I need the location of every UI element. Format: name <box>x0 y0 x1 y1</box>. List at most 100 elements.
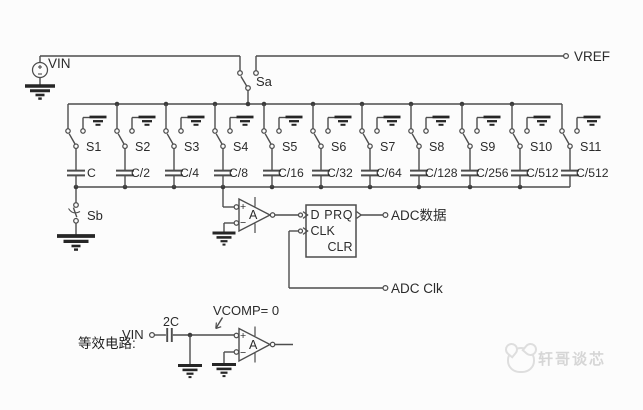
cap-label-10: C/512 <box>526 165 559 180</box>
cell-s7-switch-arm <box>362 133 370 145</box>
flipflop-clr-label: CLR <box>327 240 353 254</box>
equiv-vin-terminal <box>148 331 156 339</box>
sa-switch-arm <box>240 76 248 87</box>
cell-s7-common <box>367 143 373 150</box>
cell-s1-switch-arm <box>68 133 76 145</box>
switch-label-s4: S4 <box>233 139 249 154</box>
cell-s8-throw-gnd <box>423 128 429 134</box>
cap-label-9: C/256 <box>476 165 509 180</box>
cell-s9-common <box>467 143 473 150</box>
sa-throw-vref <box>253 70 259 76</box>
cell-s9-throw-bus <box>459 128 465 134</box>
comparator-gain-label: A <box>249 208 258 222</box>
cell-s1-common <box>73 143 79 150</box>
cell-s6-switch-arm <box>313 133 321 145</box>
switch-label-s11: S11 <box>580 139 602 154</box>
vin-voltage-source <box>31 61 49 79</box>
cap-label-11: C/512 <box>576 165 609 180</box>
flipflop-q-pin-wedge <box>356 211 363 219</box>
sb-contact-top <box>73 202 79 208</box>
cap-label-6: C/32 <box>327 165 353 180</box>
cell-s11-common <box>567 143 573 150</box>
cap-label-4: C/8 <box>229 165 248 180</box>
switch-label-s6: S6 <box>331 139 347 154</box>
cell-s2-common <box>122 143 128 150</box>
vcomp-arrow <box>215 317 224 329</box>
sb-switch-label: Sb <box>87 208 103 223</box>
comparator-output-bubble <box>269 212 276 218</box>
cell-s8-common <box>416 143 422 150</box>
cell-s6-common <box>318 143 324 150</box>
comparator-triangle <box>238 197 272 233</box>
vref-terminal <box>562 52 570 60</box>
cap-label-5: C/16 <box>278 165 304 180</box>
sb-actuation-arc <box>68 208 81 214</box>
cell-s9-switch-arm <box>462 133 470 145</box>
adc-data-terminal <box>382 211 389 219</box>
cell-s4-throw-gnd <box>227 128 233 134</box>
equiv-comparator-triangle <box>238 327 272 363</box>
vref-terminal-label: VREF <box>574 48 611 64</box>
switch-label-s1: S1 <box>86 139 102 154</box>
watermark-text: 轩哥谈芯 <box>538 351 607 368</box>
vin-source-label: VIN <box>48 56 71 71</box>
cell-s3-throw-gnd <box>178 128 184 134</box>
flipflop-clk-label: CLK <box>310 224 335 238</box>
flipflop-clk-pin-bubble <box>297 228 304 234</box>
cell-s5-throw-gnd <box>276 128 282 134</box>
equivalent-circuit-caption: 等效电路: <box>78 335 136 351</box>
switch-label-s5: S5 <box>282 139 298 154</box>
cell-s4-switch-arm <box>215 133 223 145</box>
equiv-comp-plus-bubble <box>233 332 240 339</box>
vcomp-annotation: VCOMP= 0 <box>213 302 280 318</box>
cell-s10-switch-arm <box>512 133 520 145</box>
top-bus-junction <box>245 101 251 107</box>
switch-label-s9: S9 <box>480 139 496 154</box>
switch-label-s2: S2 <box>135 139 151 154</box>
equiv-comparator-gain-label: A <box>249 337 258 352</box>
switch-label-s10: S10 <box>530 139 553 154</box>
cell-s6-throw-gnd <box>325 128 331 134</box>
flipflop-box <box>305 204 357 258</box>
equiv-cap-2c-label: 2C <box>163 314 179 329</box>
cell-s1-throw-bus <box>65 128 71 134</box>
cell-s3-common <box>171 143 177 150</box>
cell-s3-throw-bus <box>163 128 169 134</box>
cell-s3-switch-arm <box>166 133 174 145</box>
comparator-plus-bubble <box>233 204 240 210</box>
adc-clk-terminal-label: ADC Clk <box>391 280 443 296</box>
sa-common <box>245 85 251 91</box>
cell-s6-throw-bus <box>310 128 316 134</box>
cell-s4-common <box>220 143 226 150</box>
flipflop-d-pr-q-label: D PRQ <box>310 208 354 222</box>
equiv-comp-minus-bubble <box>233 349 240 355</box>
switch-label-s3: S3 <box>184 139 200 154</box>
cell-s10-throw-gnd <box>524 128 530 134</box>
sa-throw-vin <box>237 70 243 76</box>
cell-s5-common <box>269 143 275 150</box>
cap-label-2: C/2 <box>131 165 150 180</box>
cell-s8-switch-arm <box>411 133 419 145</box>
switch-label-s7: S7 <box>380 139 396 154</box>
sa-switch-label: Sa <box>256 74 272 89</box>
flipflop-clk-pin-wedge <box>302 227 309 235</box>
cell-s11-throw-gnd <box>574 128 580 134</box>
cell-s5-switch-arm <box>264 133 272 145</box>
vcomp-arrowhead <box>215 326 222 330</box>
equiv-vin-label: VIN <box>122 326 144 342</box>
cell-s10-throw-bus <box>509 128 515 134</box>
comparator-minus-sign: − <box>240 217 247 229</box>
switch-label-s8: S8 <box>429 139 445 154</box>
cell-s11-switch-arm <box>562 133 570 145</box>
cell-s4-throw-bus <box>212 128 218 134</box>
cell-s7-throw-gnd <box>374 128 380 134</box>
cell-s2-throw-gnd <box>129 128 135 134</box>
cell-s7-throw-bus <box>359 128 365 134</box>
cell-s5-throw-bus <box>261 128 267 134</box>
equiv-comparator-minus-sign: − <box>240 346 247 359</box>
sb-contact-bottom <box>73 217 79 224</box>
flipflop-d-pin-wedge <box>302 211 309 219</box>
watermark-logo-icon <box>507 347 535 373</box>
cap-label-8: C/128 <box>425 165 458 180</box>
